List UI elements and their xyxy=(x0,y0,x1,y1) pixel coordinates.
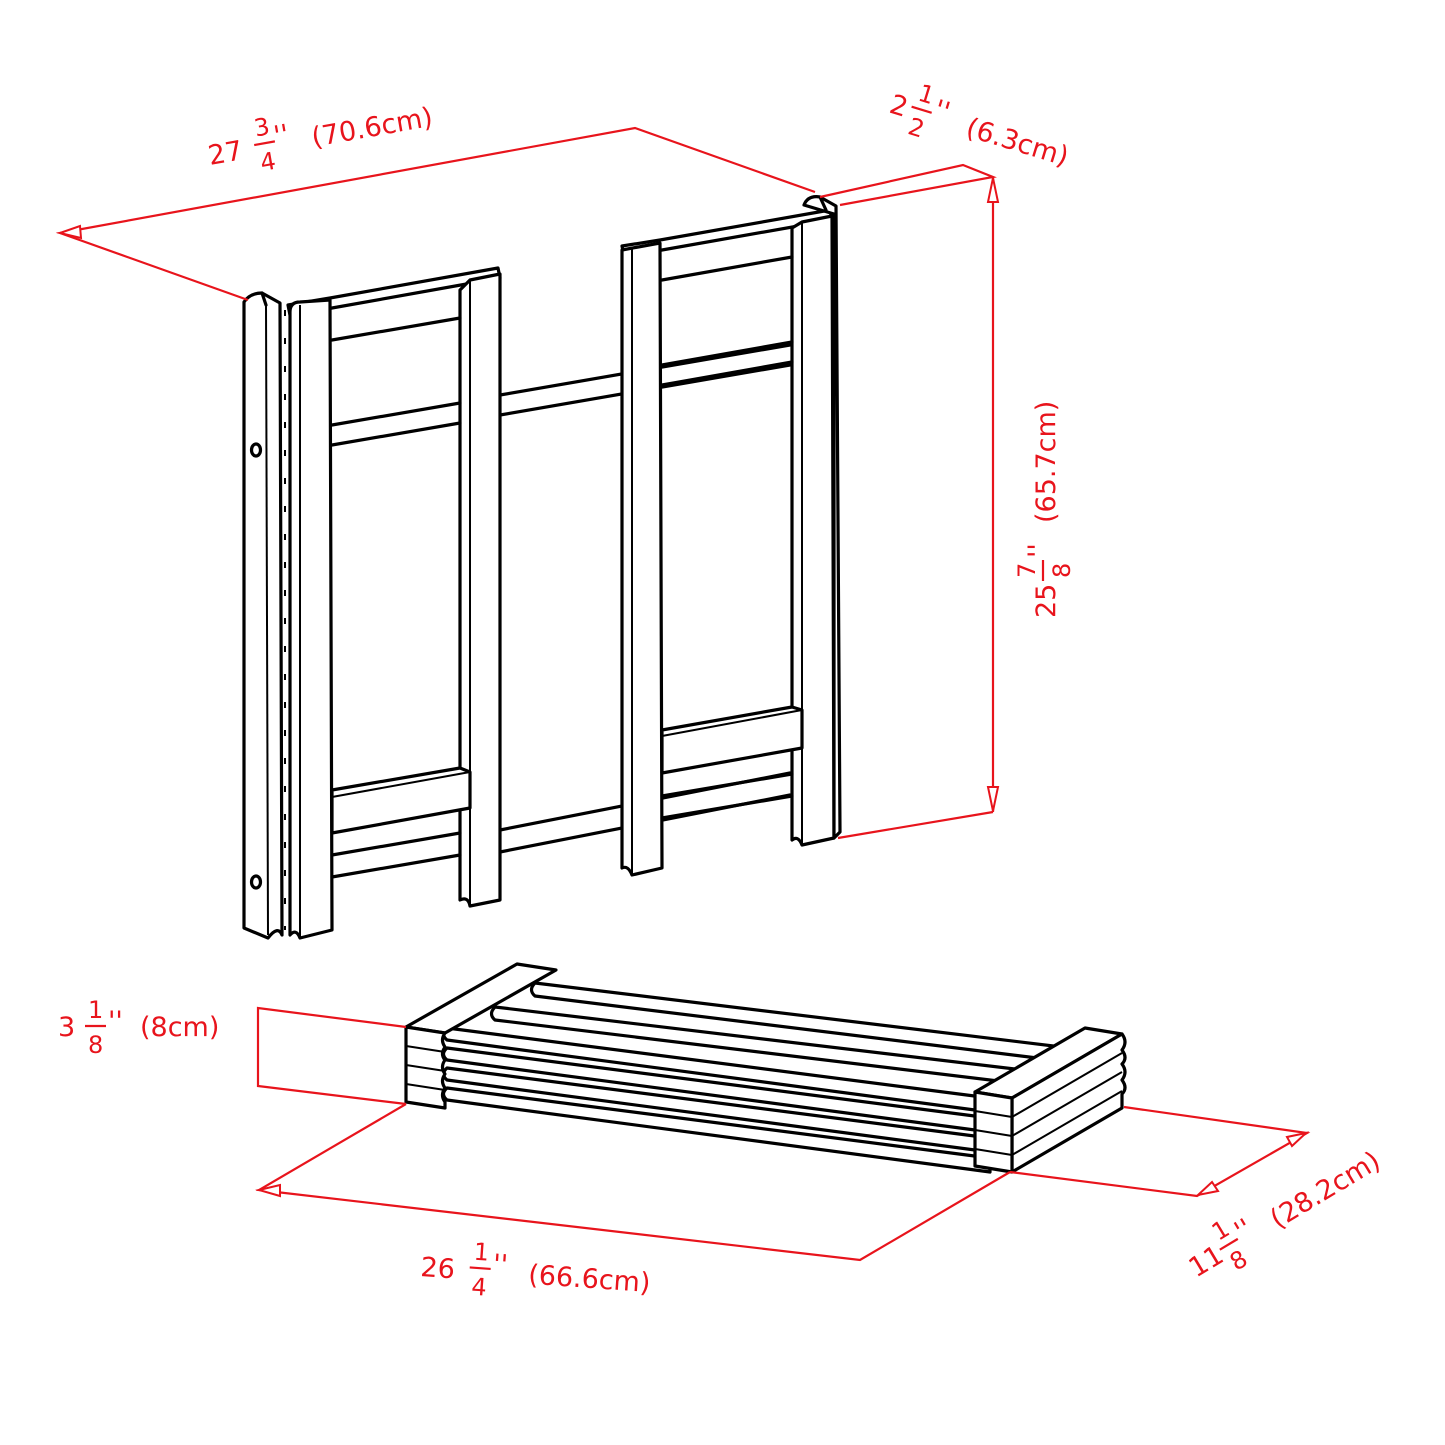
svg-text:26: 26 xyxy=(420,1252,456,1285)
svg-text:3: 3 xyxy=(252,112,272,142)
svg-text:(66.6cm): (66.6cm) xyxy=(527,1260,651,1299)
left-ladder-panel xyxy=(286,266,502,940)
shelf-slats xyxy=(441,981,1072,1174)
svg-text:'': '' xyxy=(271,119,291,152)
svg-text:(28.2cm): (28.2cm) xyxy=(1265,1145,1386,1235)
left-folded-post xyxy=(242,291,286,940)
svg-text:'': '' xyxy=(108,1006,123,1037)
label-shelf-thickness: 3 1 8 '' (8cm) xyxy=(58,996,219,1059)
svg-text:8: 8 xyxy=(1048,563,1076,578)
svg-text:1: 1 xyxy=(473,1238,490,1267)
svg-text:(6.3cm): (6.3cm) xyxy=(962,112,1072,172)
svg-text:'': '' xyxy=(930,94,953,128)
svg-text:(70.6cm): (70.6cm) xyxy=(309,102,435,154)
svg-text:4: 4 xyxy=(470,1273,487,1302)
svg-text:2: 2 xyxy=(905,112,928,143)
dimension-lines xyxy=(55,126,1311,1262)
svg-text:11: 11 xyxy=(1184,1240,1229,1284)
svg-text:25: 25 xyxy=(1031,584,1062,618)
right-ladder-panel xyxy=(620,195,842,877)
svg-text:8: 8 xyxy=(88,1031,103,1059)
shelf-right-end-block xyxy=(973,1026,1127,1174)
svg-text:'': '' xyxy=(492,1249,509,1281)
svg-text:7: 7 xyxy=(1013,563,1041,578)
label-height: 25 7 8 '' (65.7cm) xyxy=(1013,401,1076,618)
svg-text:2: 2 xyxy=(886,89,912,124)
svg-text:(8cm): (8cm) xyxy=(140,1012,219,1043)
svg-text:1: 1 xyxy=(915,79,938,110)
label-shelf-depth: 11 1 8 '' (28.2cm) xyxy=(1184,1145,1386,1284)
svg-text:1: 1 xyxy=(88,996,103,1024)
svg-text:4: 4 xyxy=(258,147,278,177)
svg-text:27: 27 xyxy=(206,135,245,171)
label-shelf-width: 26 1 4 '' (66.6cm) xyxy=(420,1238,652,1302)
svg-text:'': '' xyxy=(1023,543,1054,558)
shelf-left-end-block xyxy=(404,962,558,1110)
label-frame-depth: 2 1 2 '' (6.3cm) xyxy=(886,79,1072,173)
svg-text:8: 8 xyxy=(1225,1245,1253,1277)
svg-text:3: 3 xyxy=(58,1012,75,1043)
slatted-shelf-drawing xyxy=(404,962,1127,1174)
folding-frame-drawing xyxy=(242,195,842,940)
svg-text:(65.7cm): (65.7cm) xyxy=(1031,401,1062,523)
